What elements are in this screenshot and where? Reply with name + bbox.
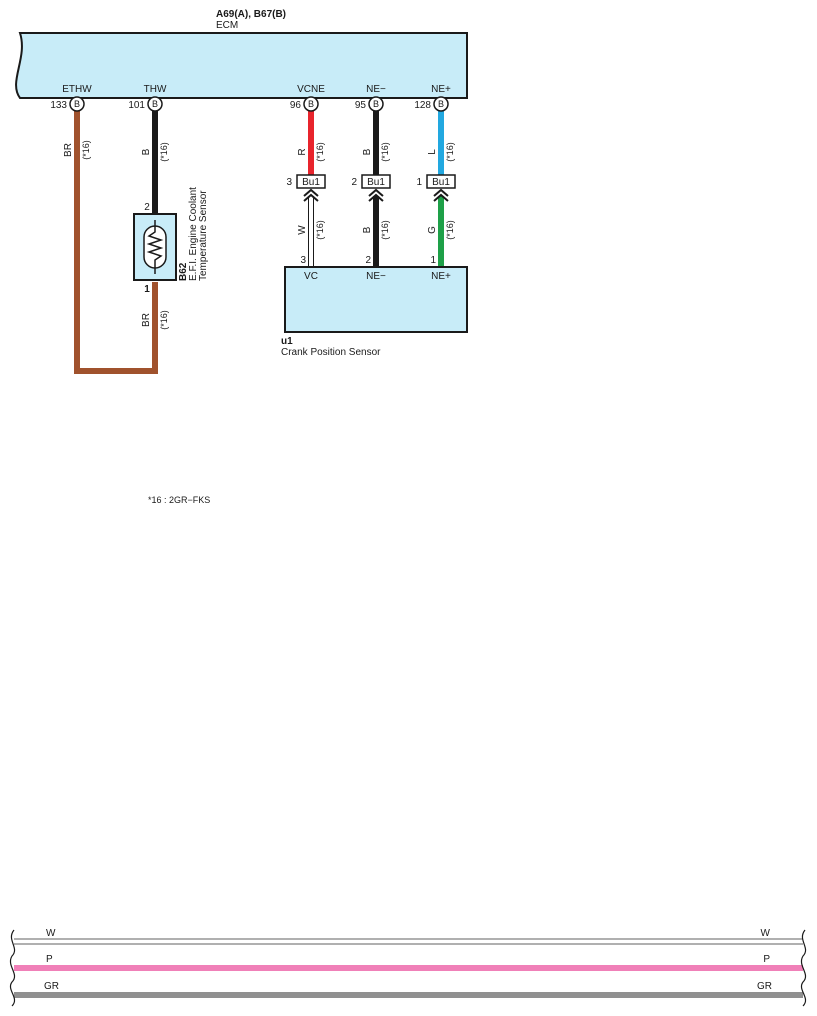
ecm-terminal-128: B 128 [414,96,449,112]
ecm-pin-name-ethw: ETHW [62,84,92,95]
thermistor-icon [146,220,164,274]
wire-color-vcne-top: R [297,148,308,155]
harness-right-gr: GR [757,981,772,992]
wire-note-ne-minus-bot: (*16) [380,220,390,240]
wire-color-vcne-bot: W [297,225,308,235]
ecm-pin-name-vcne: VCNE [297,84,325,95]
wire-color-ne-minus-top: B [362,148,373,155]
connector-name: Bu1 [432,177,450,188]
ecm-terminal-conn: B [308,99,314,109]
wire-note-ne-plus-bot: (*16) [445,220,455,240]
chevron-up-icon [368,188,384,202]
ecm-ref: A69(A), B67(B) [216,9,286,20]
ecm-pin-number: 133 [50,100,67,111]
ecm-pin-number: 95 [355,100,367,111]
wire-note-thw: (*16) [159,142,169,162]
chevron-up-icon [303,188,319,202]
crank-pin-name-ne-minus: NE− [366,271,386,282]
wire-color-thw-lower: BR [141,313,152,327]
harness-right-p: P [763,954,770,965]
bu1-connector-pin1: Bu1 1 [416,174,456,202]
ecm-terminal-conn: B [152,99,158,109]
ecm-terminal-conn: B [74,99,80,109]
wire-note-thw-lower: (*16) [159,310,169,330]
wire-note-ne-plus-top: (*16) [445,142,455,162]
sensor-ref: B62 [178,262,189,281]
wires [74,111,444,374]
ecm-terminal-conn: B [438,99,444,109]
ecm-terminal-conn: B [373,99,379,109]
sensor-pin-top: 2 [144,202,150,213]
wire-note-ethw: (*16) [81,140,91,160]
crank-sensor-ref: u1 [281,336,293,347]
connector-name: Bu1 [367,177,385,188]
bu1-connector-pin3: Bu1 3 [286,174,326,202]
wire-color-ethw: BR [63,143,74,157]
ecm-component: A69(A), B67(B) ECM ETHW THW VCNE NE− NE+ [15,9,468,99]
sensor-name-line2: Temperature Sensor [198,190,209,281]
sensor-pin-bottom: 1 [144,284,150,295]
crank-pin-number: 3 [300,255,306,266]
break-mark-right [800,929,807,1007]
crank-sensor-box [284,266,468,333]
bu1-connectors: Bu1 3 Bu1 2 Bu1 1 [286,174,456,202]
crank-pin-name-ne-plus: NE+ [431,271,451,282]
harness-lines: W W P P GR GR [9,928,807,1007]
footnote: *16 : 2GR−FKS [148,495,210,505]
wire-color-thw: B [141,148,152,155]
connector-pin: 3 [286,177,292,188]
ecm-terminals: B 133 B 101 B 96 B 95 B 128 [50,96,449,112]
crank-pin-number: 1 [430,255,436,266]
ecm-pin-name-ne-minus: NE− [366,84,386,95]
crank-pin-number: 2 [365,255,371,266]
ecm-pin-number: 101 [128,100,145,111]
harness-right-w: W [761,928,771,939]
ecm-terminal-133: B 133 [50,96,85,112]
bu1-connector-pin2: Bu1 2 [351,174,391,202]
harness-left-gr: GR [44,981,59,992]
ecm-terminal-95: B 95 [355,96,384,112]
ecm-name: ECM [216,20,238,31]
wire-note-vcne-bot: (*16) [315,220,325,240]
ecm-pin-name-thw: THW [144,84,167,95]
ecm-pin-name-ne-plus: NE+ [431,84,451,95]
wire-color-ne-plus-bot: G [427,226,438,234]
wire-labels: BR (*16) B (*16) BR (*16) R (*16) W (*16… [63,140,455,330]
ecm-terminal-96: B 96 [290,96,319,112]
wire-note-vcne-top: (*16) [315,142,325,162]
coolant-temp-sensor: 2 1 B62 E.F.I. Engine Coolant Temperatur… [133,187,209,295]
crank-pin-name-vc: VC [304,271,318,282]
ecm-pin-number: 128 [414,100,431,111]
ecm-pin-number: 96 [290,100,302,111]
ecm-box [15,32,468,99]
wire-note-ne-minus-top: (*16) [380,142,390,162]
connector-pin: 1 [416,177,422,188]
break-mark-left [9,929,16,1007]
wire-color-ne-plus-top: L [427,149,438,155]
crank-sensor-name: Crank Position Sensor [281,347,381,358]
connector-name: Bu1 [302,177,320,188]
harness-left-p: P [46,954,53,965]
harness-left-w: W [46,928,56,939]
wire-color-ne-minus-bot: B [362,226,373,233]
crank-position-sensor: VC NE− NE+ 3 2 1 u1 Crank Position Senso… [281,255,468,358]
wire-ethw [74,111,158,374]
ecm-terminal-101: B 101 [128,96,163,112]
connector-pin: 2 [351,177,357,188]
chevron-up-icon [433,188,449,202]
sensor-name-line1: E.F.I. Engine Coolant [188,187,199,281]
